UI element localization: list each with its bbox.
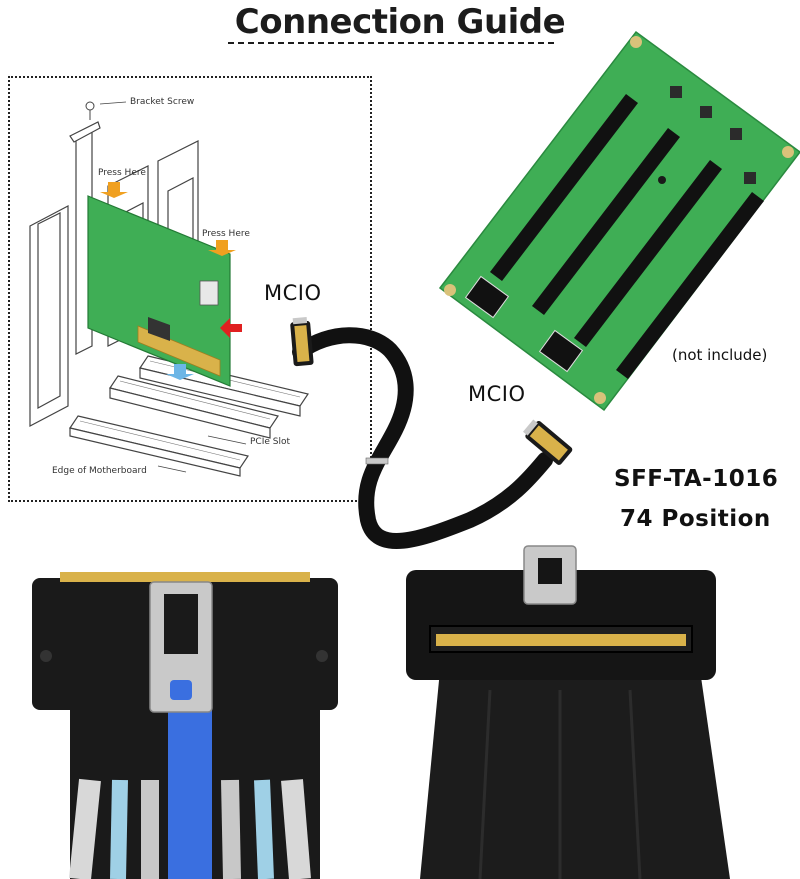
label-bracket-screw: Bracket Screw — [130, 97, 195, 107]
connector-closeup-left — [32, 572, 338, 879]
title-underline — [228, 42, 554, 44]
not-included-note: (not include) — [672, 346, 768, 364]
label-press-here-1: Press Here — [98, 168, 146, 178]
spec-standard: SFF-TA-1016 — [614, 466, 779, 492]
riser-board-image — [438, 30, 800, 412]
connector-closeup-right — [406, 545, 730, 879]
label-pcie-slot: PCIe Slot — [250, 437, 291, 447]
mcio-label-left: MCIO — [264, 281, 322, 305]
page-title: Connection Guide — [234, 2, 566, 42]
mcio-label-right: MCIO — [468, 382, 526, 406]
label-press-here-2: Press Here — [202, 229, 250, 239]
installation-illustration — [29, 101, 309, 477]
spec-positions: 74 Position — [620, 506, 771, 532]
label-edge-of-motherboard: Edge of Motherboard — [52, 466, 147, 476]
